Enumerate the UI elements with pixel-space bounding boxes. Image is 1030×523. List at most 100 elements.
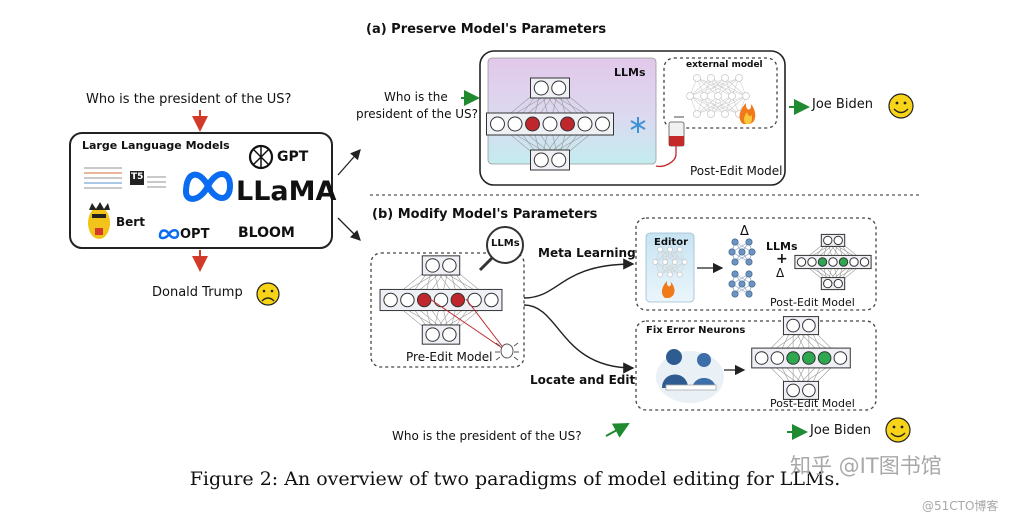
meta-llama-icon [182, 171, 234, 202]
post-edit-neuron [817, 351, 832, 365]
edit-lines [429, 298, 506, 351]
llm-neuron [533, 152, 549, 168]
ghost-neuron [714, 92, 722, 100]
surgeons-icon [656, 349, 724, 403]
delta-neuron [728, 248, 736, 256]
frown-face-icon [256, 282, 280, 306]
smile-face-icon-a [888, 93, 914, 119]
ghost-neuron [693, 110, 701, 118]
post-edit-neuron [823, 235, 833, 246]
panel-a-question-line1: Who is the [384, 90, 448, 104]
post-edit-neuron [833, 351, 848, 365]
ghost-neuron [721, 74, 729, 82]
post-edit-label-b2: Post-Edit Model [770, 397, 855, 410]
ghost-neuron [707, 74, 715, 82]
pre-edit-neuron [425, 258, 440, 273]
delta-neuron [745, 238, 753, 246]
snowflake-icon [630, 117, 646, 133]
llm-neuron [595, 116, 610, 132]
ghost-neuron [662, 259, 668, 265]
panel-b-answer: Joe Biden [810, 423, 871, 438]
delta-neuron [731, 270, 739, 278]
llm-neuron [577, 116, 593, 132]
opt-meta-icon [158, 229, 180, 240]
post-edit-neuron [786, 318, 800, 333]
magnifier-icon [478, 226, 524, 272]
llm-neuron [525, 116, 540, 132]
delta-neuron [731, 258, 739, 266]
pre-edit-neuron [383, 292, 398, 308]
pre-edit-neuron [425, 327, 440, 342]
pre-edit-neuron [433, 292, 449, 308]
llm-neuron [542, 116, 558, 132]
post-edit-network-2 [751, 316, 851, 400]
left-question: Who is the president of the US? [86, 92, 292, 107]
meta-learning-label: Meta Learning [538, 246, 636, 260]
post-edit-neuron [786, 351, 800, 365]
post-edit-neuron [802, 318, 816, 333]
model-bert: Bert [116, 215, 145, 229]
llm-neuron [507, 116, 523, 132]
ghost-neuron [672, 259, 678, 265]
panel-b-question: Who is the president of the US? [392, 429, 582, 443]
plus-symbol: + [776, 251, 788, 267]
llm-neuron [533, 80, 549, 96]
llms-label-a: LLMs [614, 66, 646, 79]
llm-neuron [560, 116, 575, 132]
ghost-neuron [700, 92, 708, 100]
post-edit-neuron [833, 235, 843, 246]
post-edit-label-b1: Post-Edit Model [770, 296, 855, 309]
locate-edit-box [635, 320, 877, 411]
panel-b-title: (b) Modify Model's Parameters [372, 207, 598, 222]
branch-arrow-down [337, 217, 361, 241]
ghost-neuron [707, 110, 715, 118]
panel-a-answer: Joe Biden [812, 97, 873, 112]
post-edit-neuron [770, 351, 785, 365]
fire-icon [739, 103, 756, 124]
meta-learning-branch [523, 258, 635, 299]
watermark-51cto: @51CTO博客 [922, 499, 999, 513]
branch-arrow-up [337, 149, 361, 176]
pre-edit-neuron [467, 292, 482, 308]
smile-face-icon-b [885, 417, 911, 443]
ghost-neuron [686, 92, 694, 100]
pre-edit-network [379, 255, 503, 345]
locate-edit-branch [523, 304, 635, 374]
model-t5: T5 [131, 172, 144, 182]
post-edit-neuron [796, 257, 807, 267]
left-answer: Donald Trump [152, 285, 243, 300]
delta-neuron [745, 270, 753, 278]
meta-learning-box [635, 217, 877, 311]
delta-symbol-bottom: Δ [776, 266, 785, 280]
panel-a-network [486, 77, 614, 171]
delta-networks [652, 238, 756, 298]
llm-neuron [490, 116, 505, 132]
pre-edit-neuron [400, 292, 415, 308]
iv-bag-icon [655, 116, 685, 168]
llm-box-title: Large Language Models [82, 139, 230, 152]
post-edit-neuron [807, 257, 817, 267]
ghost-neuron [657, 271, 664, 278]
ghost-neuron [676, 271, 683, 278]
editor-label: Editor [654, 237, 688, 248]
ghost-neuron [721, 110, 729, 118]
panel-b-question-arrow [605, 423, 630, 438]
external-model-box [663, 57, 778, 129]
pre-edit-neuron [450, 292, 466, 308]
post-edit-neuron [838, 257, 849, 267]
delta-neuron [728, 280, 736, 288]
post-edit-network-1 [794, 233, 872, 291]
post-edit-neuron [859, 257, 870, 267]
bert-icon [88, 202, 110, 239]
delta-neuron [745, 258, 753, 266]
delta-neuron [738, 248, 746, 256]
delta-neuron [745, 290, 753, 298]
llms-magnifier-label: LLMs [491, 238, 520, 249]
gpt-icon [248, 144, 274, 170]
model-llama: LLaMA [236, 176, 337, 207]
llm-neuron [551, 80, 567, 96]
pre-edit-neuron [484, 292, 499, 308]
post-edit-neuron [786, 383, 800, 398]
bug-icon [495, 342, 519, 361]
